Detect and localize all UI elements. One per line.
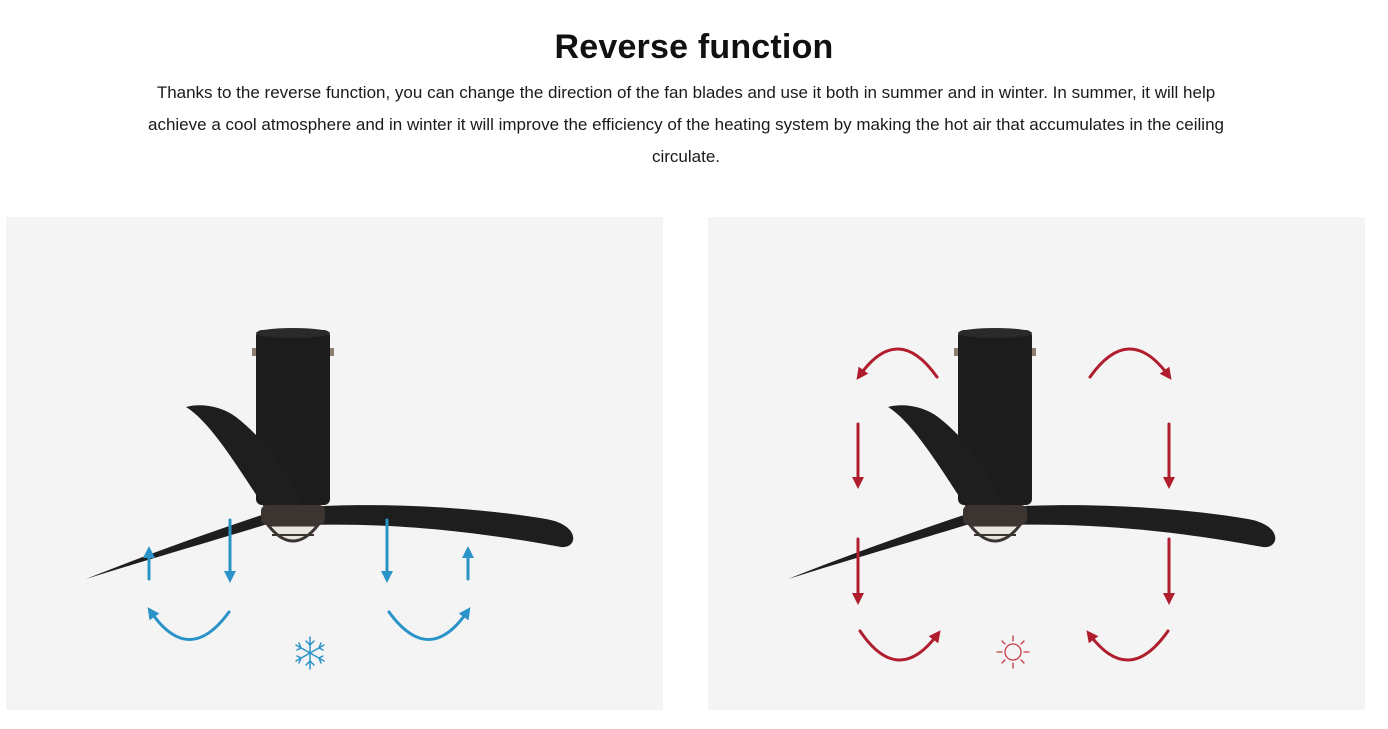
ceiling-fan-image [788, 328, 1276, 579]
curved-arrow-left [147, 607, 231, 641]
curved-arrow-right [387, 607, 471, 641]
curved-arrow-bottom-left [858, 629, 941, 662]
ceiling-fan-image [86, 328, 574, 579]
curved-arrow-top-left [856, 347, 939, 380]
airflow-arrows [143, 518, 474, 641]
sun-icon [996, 635, 1030, 669]
airflow-arrows [852, 347, 1175, 662]
curved-arrow-top-right [1088, 347, 1172, 380]
summer-mode-illustration [6, 217, 663, 710]
section-description: Thanks to the reverse function, you can … [148, 83, 1224, 166]
section-title: Reverse function [554, 28, 834, 66]
winter-fan-diagram [788, 328, 1276, 669]
snowflake-icon [295, 636, 325, 670]
summer-fan-diagram [86, 328, 574, 670]
winter-mode-illustration [708, 217, 1365, 710]
curved-arrow-bottom-right [1086, 629, 1170, 662]
